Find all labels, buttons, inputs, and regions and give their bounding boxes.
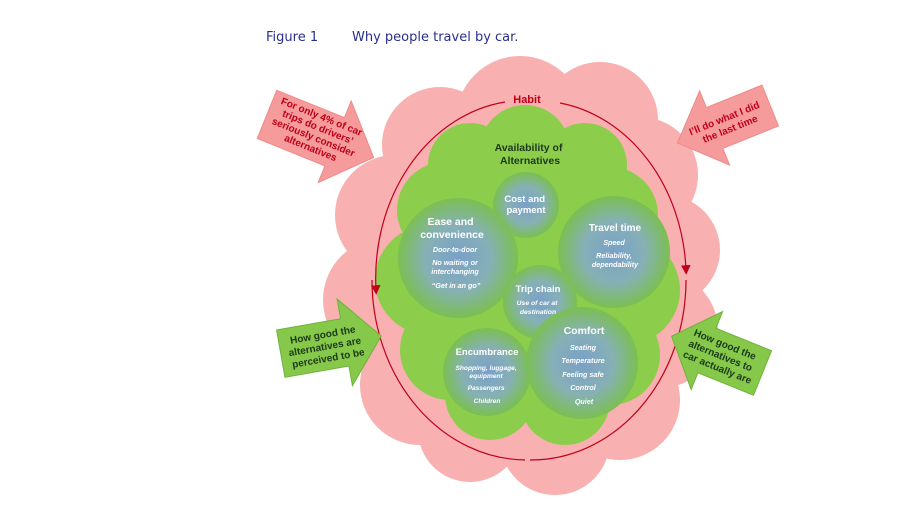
ease-label-line: Ease and: [427, 216, 473, 228]
trip-chain-label: Trip chain: [516, 284, 561, 295]
availability-label: Availability of Alternatives: [495, 142, 566, 167]
comfort-circle: [526, 307, 638, 419]
ease-label-line: convenience: [420, 229, 484, 241]
comfort-item: Seating: [570, 343, 597, 352]
encumbrance-item: equipment: [469, 373, 503, 380]
trip-chain-items: Use of car at destination: [517, 300, 560, 316]
cost-label: Cost and payment: [504, 194, 547, 216]
availability-line: Availability of: [495, 142, 563, 154]
habit-cycle: [370, 101, 691, 461]
arrow-bottom-right: How good the alternatives to car actuall…: [671, 310, 773, 396]
ease-item: “Get in an go”: [432, 281, 481, 290]
arrow-bottom-left: How good the alternatives are perceived …: [276, 297, 382, 388]
trip-chain-item: Use of car at: [517, 300, 559, 307]
encumbrance-label: Encumbrance: [456, 347, 519, 358]
ease-items: Door-to-door No waiting or interchanging…: [431, 245, 481, 290]
availability-line: Alternatives: [500, 155, 560, 167]
travel-time-item: Reliability,: [596, 251, 632, 260]
comfort-item: Quiet: [575, 397, 594, 406]
encumbrance-item: Passengers: [468, 385, 505, 392]
comfort-item: Feeling safe: [562, 370, 604, 379]
travel-time-circle: [558, 196, 670, 308]
comfort-items: Seating Temperature Feeling safe Control…: [561, 343, 606, 406]
encumbrance-item: Children: [474, 398, 501, 405]
figure-title: Why people travel by car.: [352, 30, 519, 45]
habit-label: Habit: [513, 94, 541, 106]
comfort-label: Comfort: [564, 325, 605, 337]
ease-item: interchanging: [431, 267, 479, 276]
figure-number: Figure 1: [266, 30, 319, 45]
arrow-top-right: I’ll do what I did the last time: [676, 84, 780, 167]
cost-label-line: Cost and: [504, 194, 545, 205]
comfort-item: Control: [570, 383, 597, 392]
travel-time-item: dependability: [592, 260, 639, 269]
encumbrance-item: Shopping, luggage,: [455, 365, 516, 372]
trip-chain-item: destination: [520, 309, 556, 316]
ease-label: Ease and convenience: [420, 216, 484, 241]
figure-caption: Figure 1 Why people travel by car.: [266, 30, 518, 45]
travel-time-items: Speed Reliability, dependability: [592, 238, 639, 269]
travel-time-label: Travel time: [589, 223, 642, 234]
travel-time-item: Speed: [603, 238, 625, 247]
comfort-item: Temperature: [561, 356, 604, 365]
encumbrance-circle: [443, 328, 531, 416]
ease-circle: [398, 198, 518, 318]
ease-item: Door-to-door: [433, 245, 479, 254]
cost-label-line: payment: [506, 205, 546, 216]
ease-item: No waiting or: [432, 258, 479, 267]
encumbrance-items: Shopping, luggage, equipment Passengers …: [455, 365, 518, 405]
cost-circle: [493, 172, 559, 238]
